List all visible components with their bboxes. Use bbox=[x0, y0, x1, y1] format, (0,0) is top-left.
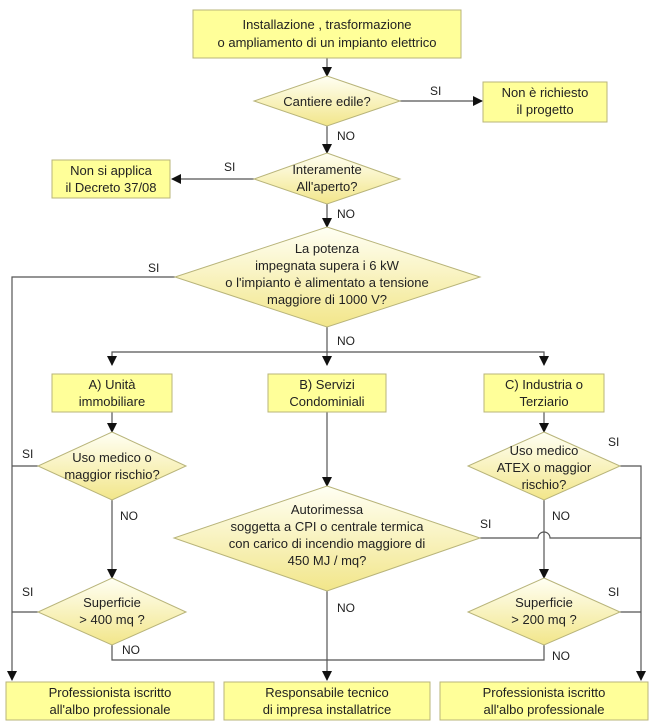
decision-aperto-line1: Interamente bbox=[292, 162, 361, 177]
label-aperto-si: SI bbox=[224, 160, 235, 174]
decision-sup-c: Superficie > 200 mq ? bbox=[466, 577, 622, 646]
connectors bbox=[7, 58, 646, 681]
decision-medico-a: Uso medico o maggior rischio? bbox=[36, 431, 188, 501]
edge-potenza-si bbox=[7, 276, 175, 681]
node-res-tecnico-line1: Responsabile tecnico bbox=[265, 685, 389, 700]
node-no-progetto: Non è richiesto il progetto bbox=[482, 81, 608, 123]
decision-potenza: La potenza impegnata supera i 6 kW o l'i… bbox=[173, 226, 482, 328]
decision-cantiere: Cantiere edile? bbox=[252, 75, 402, 127]
label-medico-c-si: SI bbox=[608, 435, 619, 449]
label-autorimessa-no: NO bbox=[337, 601, 355, 615]
node-cat-a-line2: immobiliare bbox=[79, 394, 145, 409]
label-medico-a-no: NO bbox=[120, 509, 138, 523]
node-res-tecnico: Responsabile tecnico di impresa installa… bbox=[223, 681, 431, 721]
node-no-decreto-line1: Non si applica bbox=[70, 163, 152, 178]
label-sup-c-si: SI bbox=[608, 585, 619, 599]
node-no-progetto-line2: il progetto bbox=[516, 102, 573, 117]
node-res-prof-left: Professionista iscritto all'albo profess… bbox=[5, 681, 215, 721]
decision-medico-a-line2: maggior rischio? bbox=[64, 467, 159, 482]
decision-medico-c-line3: rischio? bbox=[522, 477, 567, 492]
label-sup-a-si: SI bbox=[22, 585, 33, 599]
decision-aperto-line2: All'aperto? bbox=[296, 179, 357, 194]
node-cat-a-line1: A) Unità bbox=[89, 377, 137, 392]
label-cantiere-si: SI bbox=[430, 84, 441, 98]
decision-autorimessa-line2: soggetta a CPI o centrale termica bbox=[231, 519, 425, 534]
node-res-prof-right-line2: all'albo professionale bbox=[483, 702, 604, 717]
decision-autorimessa-line1: Autorimessa bbox=[291, 502, 364, 517]
node-start-line1: Installazione , trasformazione bbox=[242, 17, 411, 32]
node-no-progetto-line1: Non è richiesto bbox=[502, 85, 589, 100]
decision-medico-c: Uso medico ATEX o maggior rischio? bbox=[466, 431, 622, 501]
decision-aperto: Interamente All'aperto? bbox=[252, 152, 402, 205]
node-res-prof-right: Professionista iscritto all'albo profess… bbox=[439, 681, 649, 721]
decision-autorimessa-line3: con carico di incendio maggiore di bbox=[229, 536, 426, 551]
decision-potenza-line2: impegnata supera i 6 kW bbox=[255, 258, 400, 273]
decision-cantiere-line1: Cantiere edile? bbox=[283, 94, 370, 109]
node-res-prof-left-line1: Professionista iscritto bbox=[49, 685, 172, 700]
label-sup-a-no: NO bbox=[122, 643, 140, 657]
edge-medico-c-si bbox=[620, 465, 646, 681]
decision-potenza-line3: o l'impianto è alimentato a tensione bbox=[225, 275, 428, 290]
node-cat-c: C) Industria o Terziario bbox=[483, 373, 605, 413]
label-medico-c-no: NO bbox=[552, 509, 570, 523]
node-start-line2: o ampliamento di un impianto elettrico bbox=[218, 35, 437, 50]
edge-autorimessa-si bbox=[480, 531, 641, 539]
label-cantiere-no: NO bbox=[337, 129, 355, 143]
label-sup-c-no: NO bbox=[552, 649, 570, 663]
decision-sup-a-line2: > 400 mq ? bbox=[79, 612, 144, 627]
node-cat-c-line2: Terziario bbox=[519, 394, 568, 409]
node-start: Installazione , trasformazione o ampliam… bbox=[192, 9, 462, 59]
node-cat-b-line1: B) Servizi bbox=[299, 377, 355, 392]
node-cat-c-line1: C) Industria o bbox=[505, 377, 583, 392]
node-res-prof-right-line1: Professionista iscritto bbox=[483, 685, 606, 700]
decision-autorimessa-line4: 450 MJ / mq? bbox=[288, 553, 367, 568]
label-autorimessa-si: SI bbox=[480, 517, 491, 531]
decision-sup-a: Superficie > 400 mq ? bbox=[36, 577, 188, 646]
decision-autorimessa: Autorimessa soggetta a CPI o centrale te… bbox=[172, 485, 482, 592]
decision-potenza-line4: maggiore di 1000 V? bbox=[267, 292, 387, 307]
decision-sup-c-line2: > 200 mq ? bbox=[511, 612, 576, 627]
edge-sup-a-no bbox=[111, 645, 545, 661]
node-cat-a: A) Unità immobiliare bbox=[51, 373, 173, 413]
label-potenza-no: NO bbox=[337, 334, 355, 348]
decision-potenza-line1: La potenza bbox=[295, 241, 360, 256]
node-cat-b-line2: Condominiali bbox=[289, 394, 364, 409]
label-potenza-si: SI bbox=[148, 261, 159, 275]
edge-to-c bbox=[327, 351, 549, 366]
node-no-decreto: Non si applica il Decreto 37/08 bbox=[51, 159, 171, 199]
decision-medico-c-line2: ATEX o maggior bbox=[497, 460, 592, 475]
decision-medico-a-line1: Uso medico o bbox=[72, 450, 151, 465]
decision-medico-c-line1: Uso medico bbox=[510, 443, 579, 458]
label-medico-a-si: SI bbox=[22, 447, 33, 461]
node-cat-b: B) Servizi Condominiali bbox=[267, 373, 387, 413]
decision-sup-a-line1: Superficie bbox=[83, 595, 141, 610]
node-res-tecnico-line2: di impresa installatrice bbox=[263, 702, 392, 717]
node-no-decreto-line2: il Decreto 37/08 bbox=[65, 180, 156, 195]
decision-sup-c-line1: Superficie bbox=[515, 595, 573, 610]
node-res-prof-left-line2: all'albo professionale bbox=[49, 702, 170, 717]
label-aperto-no: NO bbox=[337, 207, 355, 221]
edge-to-a bbox=[107, 351, 327, 366]
